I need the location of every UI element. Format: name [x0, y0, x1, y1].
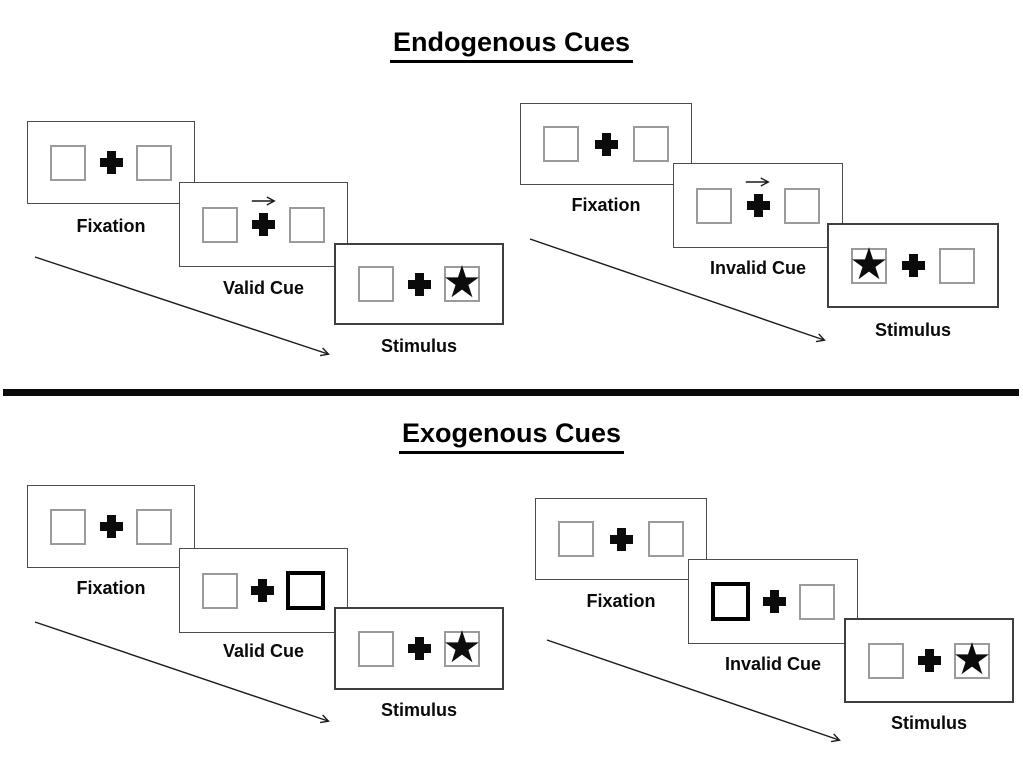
right-box-with-star: ★ [442, 621, 482, 673]
star-icon: ★ [442, 257, 482, 308]
left-box [868, 642, 904, 679]
left-box [543, 126, 579, 162]
fixation-cross-icon [917, 649, 941, 672]
right-box-with-star: ★ [952, 633, 992, 685]
left-box [558, 521, 594, 557]
left-box-highlighted [711, 582, 750, 621]
left-box [696, 187, 732, 224]
panel-stimulus: ★ [334, 607, 504, 690]
right-box [799, 583, 835, 620]
left-box [358, 630, 394, 667]
exogenous-section-title: Exogenous Cues [0, 418, 1023, 454]
flow-arrow-endogenous-invalid [529, 238, 824, 340]
flow-arrow-endogenous-valid [34, 256, 328, 354]
right-arrow-cue-icon [745, 177, 775, 187]
left-box-with-star: ★ [849, 238, 889, 290]
star-icon: ★ [849, 238, 889, 290]
panel-stimulus: ★ [827, 223, 999, 308]
panel-valid-cue [179, 182, 348, 267]
fixation-cross-icon [250, 579, 274, 602]
left-box [202, 206, 238, 243]
fixation-cross-icon [407, 637, 431, 660]
panel-fixation [27, 121, 195, 204]
panel-stimulus: ★ [334, 243, 504, 325]
fixation-cross-icon [407, 272, 431, 296]
right-box [648, 521, 684, 557]
fixation-cross-icon [746, 194, 770, 217]
panel-label: Valid Cue [222, 278, 305, 298]
fixation-cross-icon [99, 151, 123, 174]
star-icon: ★ [952, 633, 992, 685]
panel-label: Valid Cue [222, 641, 305, 661]
right-box [784, 187, 820, 224]
fixation-cross-icon [594, 132, 618, 156]
fixation-cross-icon [609, 527, 633, 551]
fixation-cross-icon [901, 254, 925, 277]
left-box [50, 144, 86, 181]
left-box [358, 266, 394, 302]
panel-label: Invalid Cue [709, 258, 807, 278]
right-box [289, 206, 325, 243]
section-divider [3, 389, 1019, 396]
panel-fixation [27, 485, 195, 568]
right-box [939, 247, 975, 284]
fixation-cross-icon [99, 515, 123, 538]
panel-label: Fixation [76, 216, 146, 236]
panel-valid-cue [179, 548, 348, 633]
right-box [633, 126, 669, 162]
left-box [50, 508, 86, 545]
right-box [136, 144, 172, 181]
panel-label: Fixation [76, 578, 146, 598]
panel-fixation [520, 103, 692, 185]
panel-label: Stimulus [380, 700, 457, 720]
panel-invalid-cue [673, 163, 843, 248]
fixation-cross-icon [252, 213, 275, 236]
panel-fixation [535, 498, 707, 580]
star-icon: ★ [442, 621, 482, 673]
panel-invalid-cue [688, 559, 858, 644]
right-box-highlighted [286, 571, 325, 610]
left-box [202, 572, 238, 609]
right-box-with-star: ★ [442, 257, 482, 308]
right-box [136, 508, 172, 545]
endogenous-section-title: Endogenous Cues [0, 27, 1023, 63]
panel-stimulus: ★ [844, 618, 1014, 703]
panel-label: Stimulus [890, 713, 967, 733]
panel-label: Invalid Cue [724, 654, 822, 674]
right-arrow-cue-icon [251, 196, 280, 206]
flow-arrow-exogenous-valid [34, 621, 328, 721]
panel-label: Fixation [571, 195, 641, 215]
panel-label: Fixation [586, 591, 656, 611]
fixation-cross-icon [763, 590, 786, 613]
panel-label: Stimulus [380, 336, 457, 356]
panel-label: Stimulus [874, 320, 951, 340]
